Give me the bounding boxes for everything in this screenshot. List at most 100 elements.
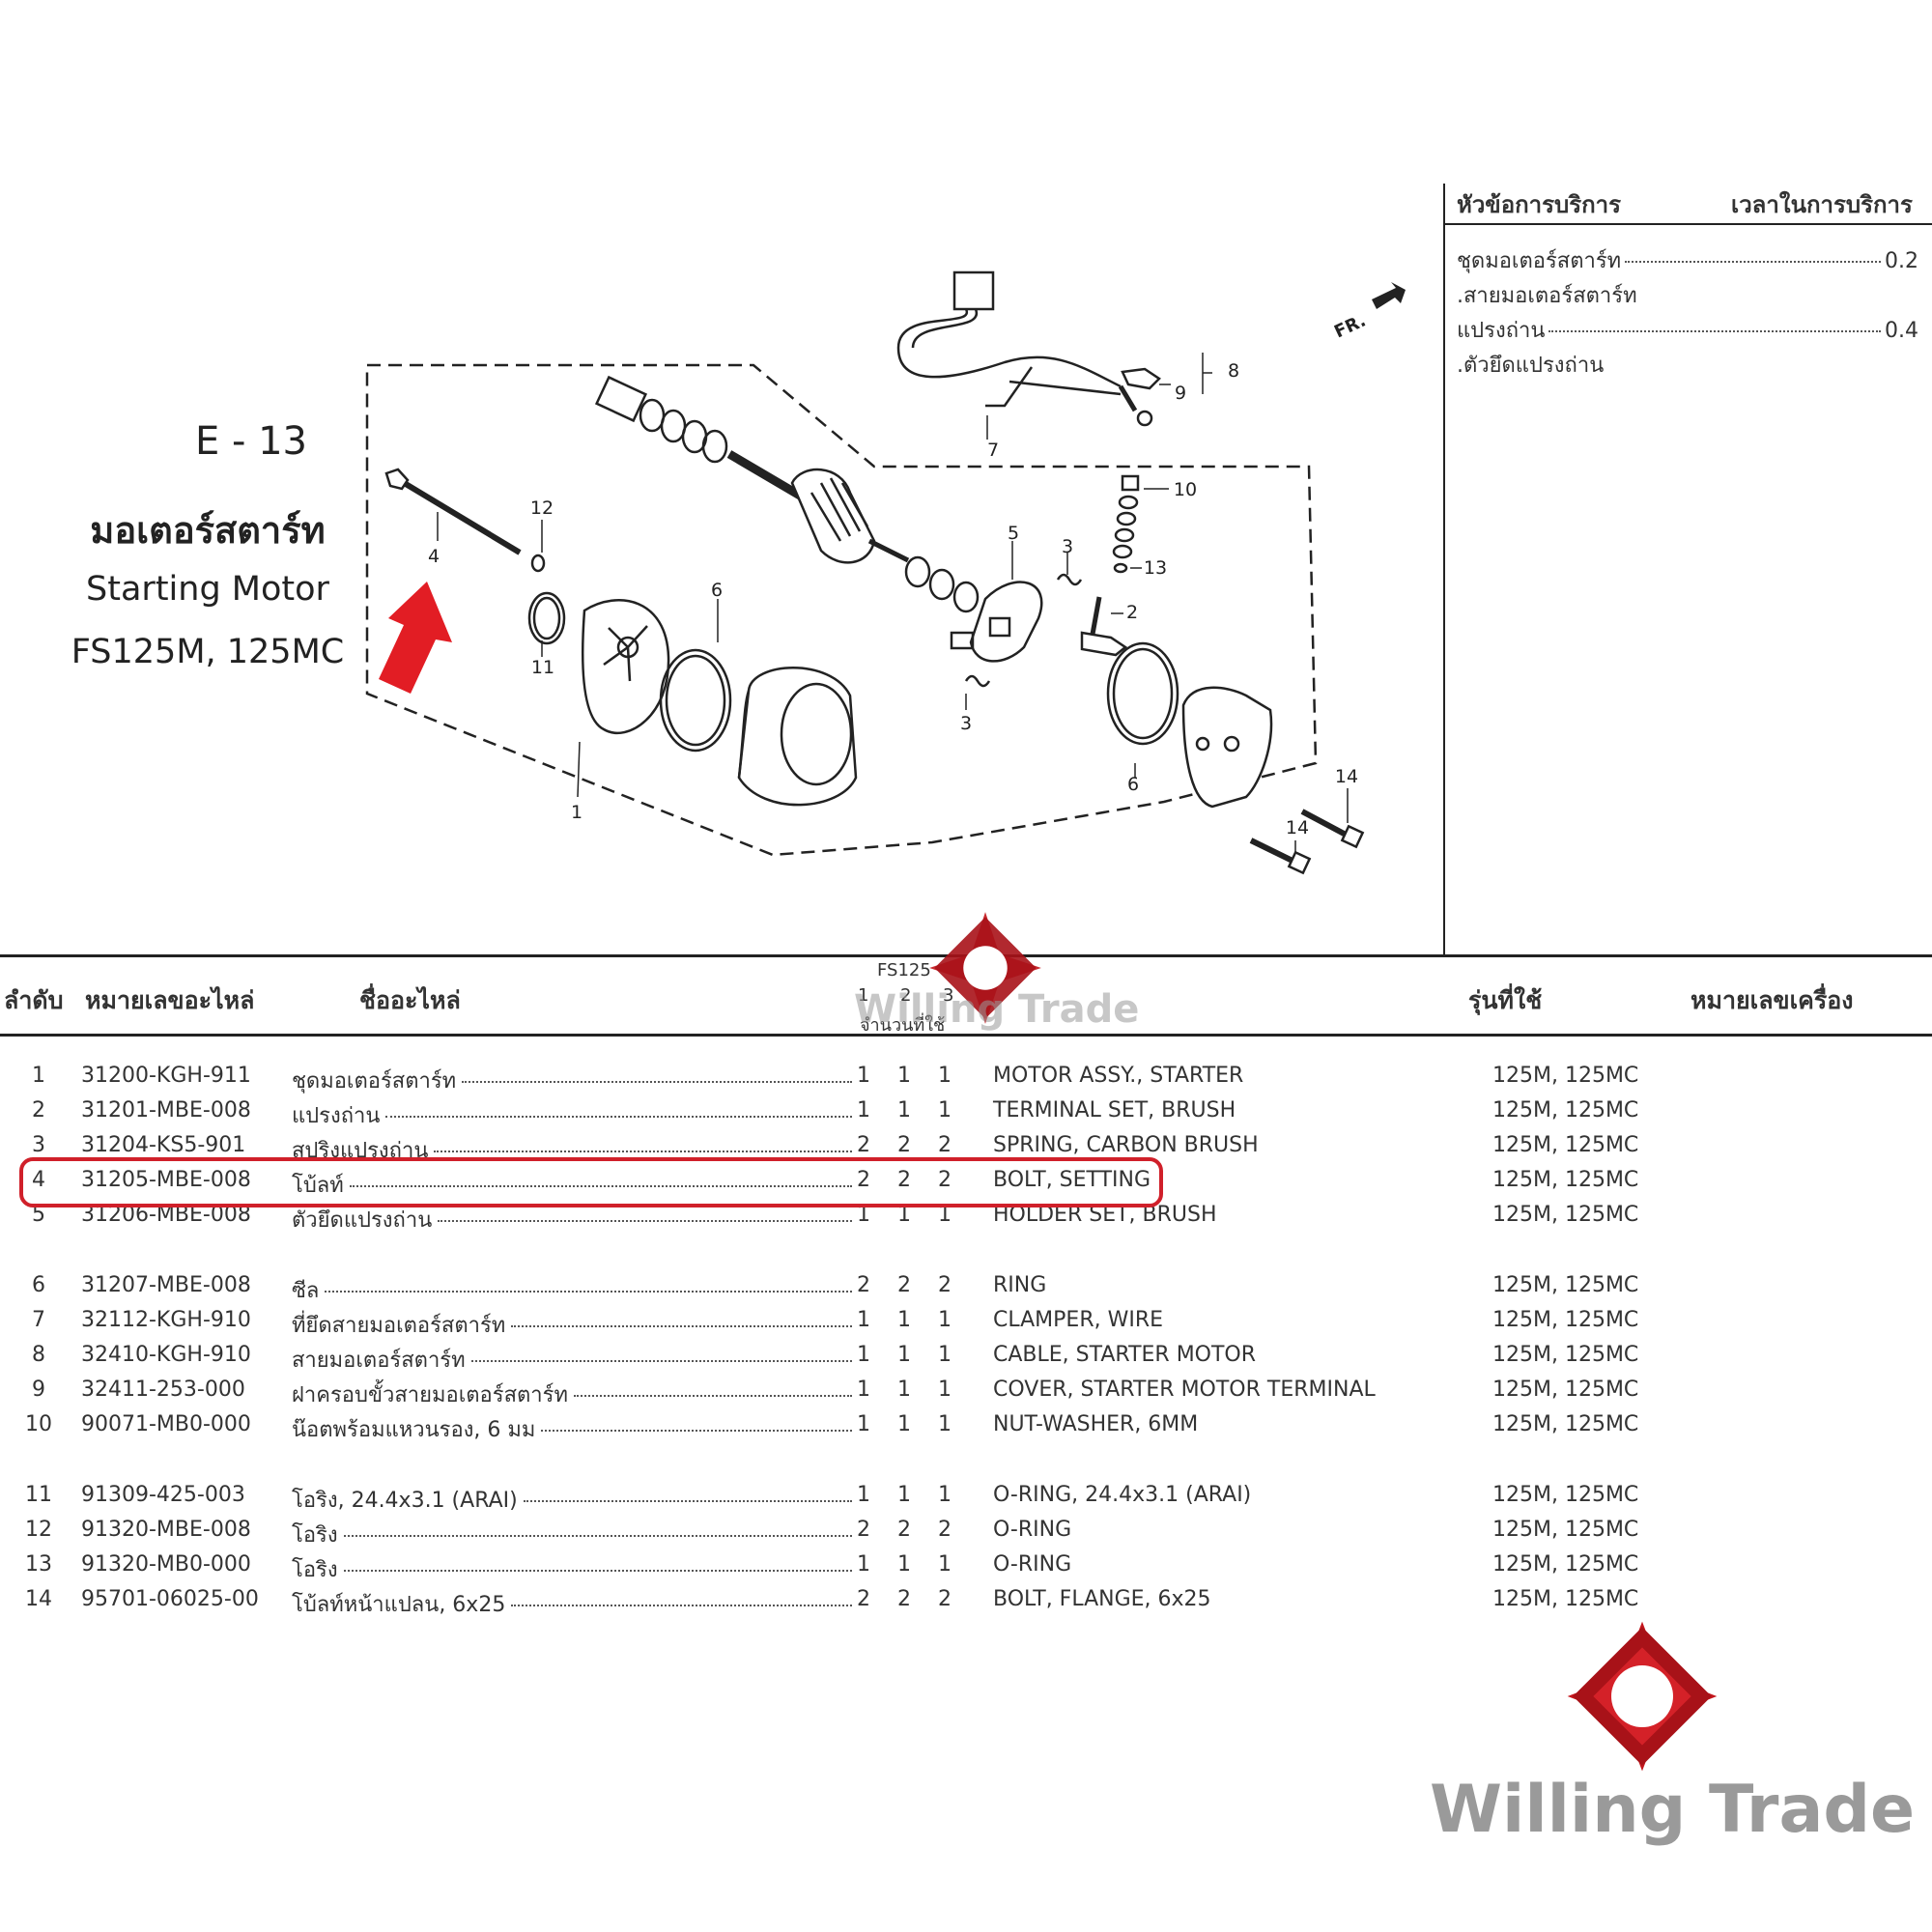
part-name-th-cell: โอริง, 24.4x3.1 (ARAI) — [292, 1483, 852, 1517]
row-number: 10 — [25, 1412, 52, 1436]
section-code: E - 13 — [194, 419, 308, 464]
models-used: 125M, 125MC — [1492, 1378, 1639, 1402]
qty-1: 1 — [857, 1098, 870, 1122]
qty-3: 2 — [938, 1587, 952, 1611]
row-number: 4 — [32, 1168, 45, 1192]
part-number: 91309-425-003 — [81, 1483, 245, 1507]
qty-1: 1 — [857, 1203, 870, 1227]
qty-2: 1 — [897, 1203, 911, 1227]
highlight-box-row-4 — [19, 1157, 1163, 1208]
part-name-th: โอริง — [292, 1523, 338, 1548]
part-number: 31205-MBE-008 — [81, 1168, 251, 1192]
leader-dots — [343, 1535, 852, 1537]
part-name-th-cell: โอริง — [292, 1518, 852, 1551]
part-name-th: โบ้ลท์ — [292, 1174, 344, 1198]
qty-3: 1 — [938, 1308, 952, 1332]
callout-9: 9 — [1175, 383, 1186, 404]
part-name-th-cell: ฝาครอบขั้วสายมอเตอร์สตาร์ท — [292, 1378, 852, 1411]
part-number: 91320-MB0-000 — [81, 1552, 251, 1577]
part-number: 32112-KGH-910 — [81, 1308, 251, 1332]
qty-col-1: 1 — [858, 985, 869, 1006]
models-used: 125M, 125MC — [1492, 1518, 1639, 1542]
part-name-en: CABLE, STARTER MOTOR — [993, 1343, 1257, 1367]
service-row: .สายมอเตอร์สตาร์ท — [1457, 278, 1918, 312]
models-used: 125M, 125MC — [1492, 1064, 1639, 1088]
part-name-th: ฝาครอบขั้วสายมอเตอร์สตาร์ท — [292, 1383, 568, 1407]
part-name-en: CLAMPER, WIRE — [993, 1308, 1164, 1332]
watermark-logo-small — [929, 912, 1041, 1024]
qty-1: 1 — [857, 1343, 870, 1367]
row-number: 6 — [32, 1273, 45, 1297]
callout-14: 14 — [1335, 766, 1358, 787]
qty-1: 2 — [857, 1133, 870, 1157]
part-name-th-cell: สายมอเตอร์สตาร์ท — [292, 1343, 852, 1377]
part-name-th: สายมอเตอร์สตาร์ท — [292, 1349, 466, 1373]
part-name-th: โอริง, 24.4x3.1 (ARAI) — [292, 1489, 518, 1513]
leader-dots — [462, 1081, 852, 1083]
row-number: 12 — [25, 1518, 52, 1542]
leader-dots — [385, 1116, 852, 1118]
qty-1: 1 — [857, 1412, 870, 1436]
callout-1: 1 — [571, 802, 582, 823]
part-number: 31200-KGH-911 — [81, 1064, 251, 1088]
qty-3: 1 — [938, 1483, 952, 1507]
col-header-model-group: FS125 — [877, 960, 931, 980]
part-name-en: TERMINAL SET, BRUSH — [993, 1098, 1236, 1122]
service-row-time: 0.4 — [1885, 319, 1918, 343]
part-name-th-cell: ซีล — [292, 1273, 852, 1307]
part-name-th-cell: ตัวยึดแปรงถ่าน — [292, 1203, 852, 1236]
qty-3: 1 — [938, 1412, 952, 1436]
part-name-en: SPRING, CARBON BRUSH — [993, 1133, 1259, 1157]
leader-dots — [325, 1291, 852, 1293]
part-name-en: O-RING — [993, 1518, 1072, 1542]
service-header-time: เวลาในการบริการ — [1731, 191, 1913, 218]
models-used: 125M, 125MC — [1492, 1168, 1639, 1192]
part-number: 31201-MBE-008 — [81, 1098, 251, 1122]
row-number: 1 — [32, 1064, 45, 1088]
part-name-en: NUT-WASHER, 6MM — [993, 1412, 1199, 1436]
part-name-th-cell: โอริง — [292, 1552, 852, 1586]
service-row-label: .ตัวยึดแปรงถ่าน — [1457, 354, 1605, 378]
row-number: 7 — [32, 1308, 45, 1332]
leader-dots — [541, 1430, 852, 1432]
qty-1: 1 — [857, 1483, 870, 1507]
qty-3: 1 — [938, 1203, 952, 1227]
col-header-models: รุ่นที่ใช้ — [1468, 986, 1543, 1014]
models-used: 125M, 125MC — [1492, 1133, 1639, 1157]
part-name-th-cell: ที่ยึดสายมอเตอร์สตาร์ท — [292, 1308, 852, 1342]
part-name-th: น๊อตพร้อมแหวนรอง, 6 มม — [292, 1418, 536, 1442]
qty-2: 1 — [897, 1412, 911, 1436]
qty-1: 1 — [857, 1308, 870, 1332]
qty-2: 2 — [897, 1587, 911, 1611]
col-header-qty: จำนวนที่ใช้ — [860, 1015, 946, 1036]
qty-3: 1 — [938, 1378, 952, 1402]
qty-3: 1 — [938, 1552, 952, 1577]
row-number: 5 — [32, 1203, 45, 1227]
leader-dots — [343, 1570, 852, 1572]
qty-2: 1 — [897, 1552, 911, 1577]
col-header-part-no: หมายเลขอะไหล่ — [85, 986, 255, 1014]
qty-3: 2 — [938, 1273, 952, 1297]
row-number: 11 — [25, 1483, 52, 1507]
red-pointer-arrow — [379, 582, 452, 694]
part-name-en: COVER, STARTER MOTOR TERMINAL — [993, 1378, 1376, 1402]
qty-1: 2 — [857, 1273, 870, 1297]
leader-dots — [511, 1325, 852, 1327]
part-name-en: O-RING — [993, 1552, 1072, 1577]
part-name-th: ซีล — [292, 1279, 320, 1303]
part-number: 32410-KGH-910 — [81, 1343, 251, 1367]
models-used: 125M, 125MC — [1492, 1273, 1639, 1297]
models-used: 125M, 125MC — [1492, 1587, 1639, 1611]
qty-3: 2 — [938, 1518, 952, 1542]
service-box-header-rule — [1443, 223, 1932, 225]
part-name-th-cell: โบ้ลท์ — [292, 1168, 852, 1202]
callout-4: 4 — [428, 546, 440, 567]
service-row-label: ชุดมอเตอร์สตาร์ท — [1457, 249, 1622, 273]
